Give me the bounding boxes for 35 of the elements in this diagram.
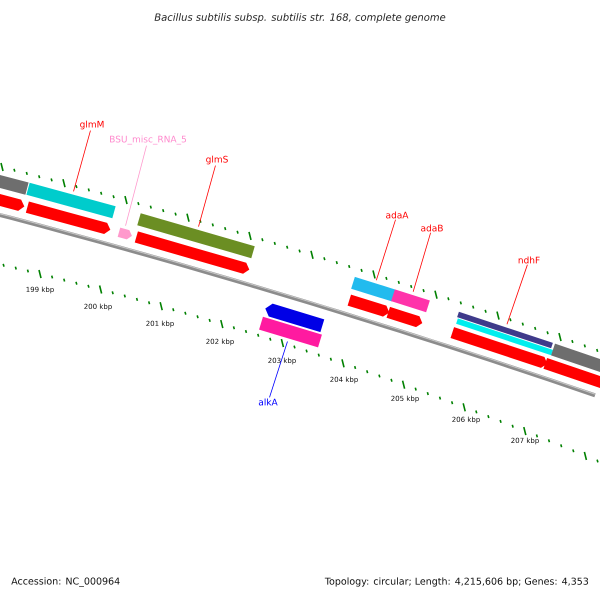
gene-bar	[551, 344, 600, 375]
gene-bar	[259, 316, 322, 348]
title: Bacillus subtilis subsp. subtilis str. 168, complete genome	[154, 13, 446, 23]
gene-label: adaB	[421, 224, 443, 232]
leader-line	[269, 341, 288, 398]
leader-line	[125, 145, 147, 226]
footer-text: Accession: NC_000964	[11, 577, 120, 587]
gene-label: BSU_misc_RNA_5	[110, 136, 186, 144]
gene-label: glmS	[206, 156, 228, 164]
gene-label: glmM	[80, 120, 104, 130]
gene-feature	[118, 228, 132, 240]
leader-line	[376, 219, 396, 281]
gene-feature	[26, 202, 110, 234]
gene-feature	[134, 231, 250, 274]
gene-feature	[265, 304, 324, 332]
footer-text: Topology: circular; Length: 4,215,606 bp; Genes: 4,353	[324, 577, 588, 587]
gene-feature	[348, 294, 390, 317]
gene-bar	[456, 318, 553, 356]
gene-bar	[351, 276, 396, 302]
gene-bar	[137, 213, 255, 258]
gene-bar	[26, 182, 116, 218]
gene-label: adaA	[386, 212, 408, 218]
gene-bar	[0, 172, 29, 195]
gene-label: ndhF	[518, 256, 540, 264]
gene-bar	[391, 289, 430, 312]
leader-line	[198, 165, 216, 227]
gene-label: alkA	[258, 398, 278, 406]
leader-line	[412, 232, 432, 292]
gene-feature	[450, 327, 548, 368]
gene-bar	[457, 312, 553, 348]
gene-feature	[386, 306, 422, 328]
gene-feature	[543, 358, 600, 390]
leader-line	[506, 264, 528, 325]
leader-line	[73, 130, 91, 192]
gene-feature	[0, 192, 24, 211]
